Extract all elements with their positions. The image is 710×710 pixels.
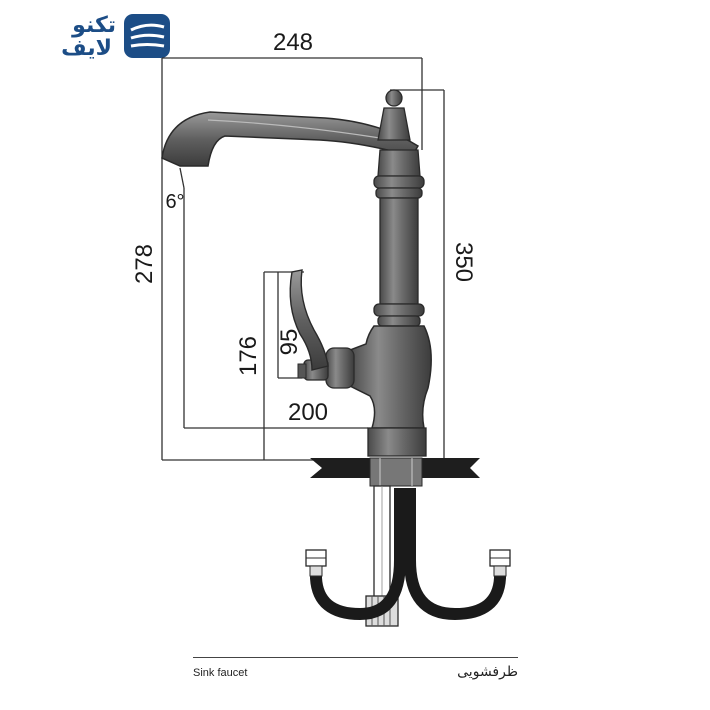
caption-persian: ظرفشویی	[457, 664, 518, 680]
caption-english: Sink faucet	[193, 667, 248, 679]
tecnolife-logo-icon	[124, 14, 170, 58]
dim-height-total: 350	[450, 242, 477, 282]
dim-handle-height: 176	[235, 336, 262, 376]
dim-spout-height: 278	[131, 244, 158, 284]
countertop	[310, 457, 480, 487]
dim-width-total: 248	[273, 29, 313, 56]
faucet-column	[379, 197, 419, 305]
faucet-illustration	[161, 89, 432, 457]
caption-divider	[193, 657, 518, 658]
dim-handle-grip: 95	[276, 329, 303, 356]
faucet-finial	[385, 89, 403, 107]
supply-hoses	[305, 485, 511, 627]
brand-line-2: لایف	[61, 36, 112, 61]
faucet-handle	[289, 269, 329, 371]
dim-spout-angle: 6°	[165, 191, 184, 213]
dim-spout-reach: 200	[288, 399, 328, 426]
faucet-body	[349, 325, 432, 429]
brand-line-1: تکنو	[71, 13, 116, 38]
